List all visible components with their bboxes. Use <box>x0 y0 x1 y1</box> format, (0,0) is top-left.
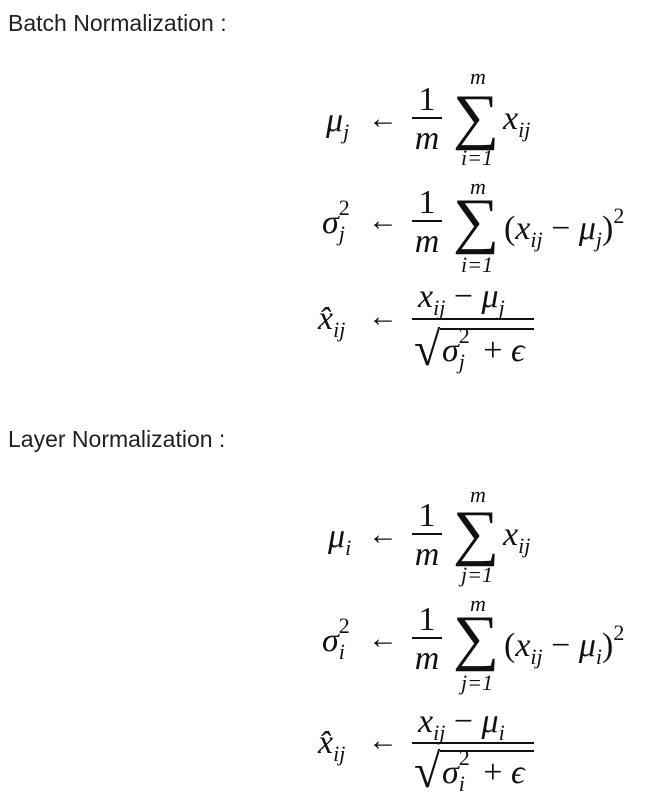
fraction-numerator: 1 <box>418 601 436 638</box>
fraction-denominator: m <box>414 223 440 260</box>
summation-symbol: ∑ <box>452 604 500 672</box>
fraction-line <box>412 742 534 744</box>
fraction-denominator: m <box>414 536 440 573</box>
fraction-numerator: 1 <box>418 184 436 221</box>
body-x-ij: xij <box>503 100 531 142</box>
assign-arrow: ← <box>368 102 398 135</box>
sum-upper-limit: m <box>470 174 486 199</box>
sum-lower-limit: j=1 <box>461 562 493 587</box>
lhs-mu: μj <box>326 102 350 144</box>
fraction-numerator: 1 <box>418 81 436 118</box>
square-root-bar <box>440 750 534 752</box>
body-squared-deviation: (xij − μi)2 <box>504 620 625 669</box>
assign-arrow: ← <box>368 622 398 655</box>
fraction-line <box>412 318 534 320</box>
assign-arrow: ← <box>368 300 398 333</box>
numerator-x-minus-mu: xij − μj <box>418 278 505 320</box>
assign-arrow: ← <box>368 724 398 757</box>
body-squared-deviation: (xij − μj)2 <box>504 203 625 252</box>
sum-upper-limit: m <box>470 64 486 89</box>
assign-arrow: ← <box>368 518 398 551</box>
numerator-x-minus-mu: xij − μi <box>418 703 505 745</box>
fraction-numerator: 1 <box>418 497 436 534</box>
fraction-line <box>412 220 442 222</box>
summation-symbol: ∑ <box>452 187 500 255</box>
summation-symbol: ∑ <box>452 83 500 151</box>
sum-lower-limit: j=1 <box>461 670 493 695</box>
lhs-mu: μi <box>328 518 352 560</box>
assign-arrow: ← <box>368 204 398 237</box>
square-root-bar <box>440 328 534 330</box>
section-heading-batch-normalization: Batch Normalization : <box>8 10 227 36</box>
lhs-x-hat-ij: x̂ij <box>318 724 346 766</box>
fraction-line <box>412 533 442 535</box>
body-x-ij: xij <box>503 516 531 558</box>
fraction-line <box>412 117 442 119</box>
sum-lower-limit: i=1 <box>461 145 493 170</box>
sum-lower-limit: i=1 <box>461 252 493 277</box>
fraction-denominator: m <box>414 120 440 157</box>
sum-upper-limit: m <box>470 482 486 507</box>
summation-symbol: ∑ <box>452 499 500 567</box>
sum-upper-limit: m <box>470 591 486 616</box>
fraction-line <box>412 637 442 639</box>
square-root-icon: √ <box>414 323 441 376</box>
section-heading-layer-normalization: Layer Normalization : <box>8 426 226 452</box>
square-root-icon: √ <box>414 745 441 798</box>
fraction-denominator: m <box>414 640 440 677</box>
lhs-x-hat-ij: x̂ij <box>318 300 346 342</box>
